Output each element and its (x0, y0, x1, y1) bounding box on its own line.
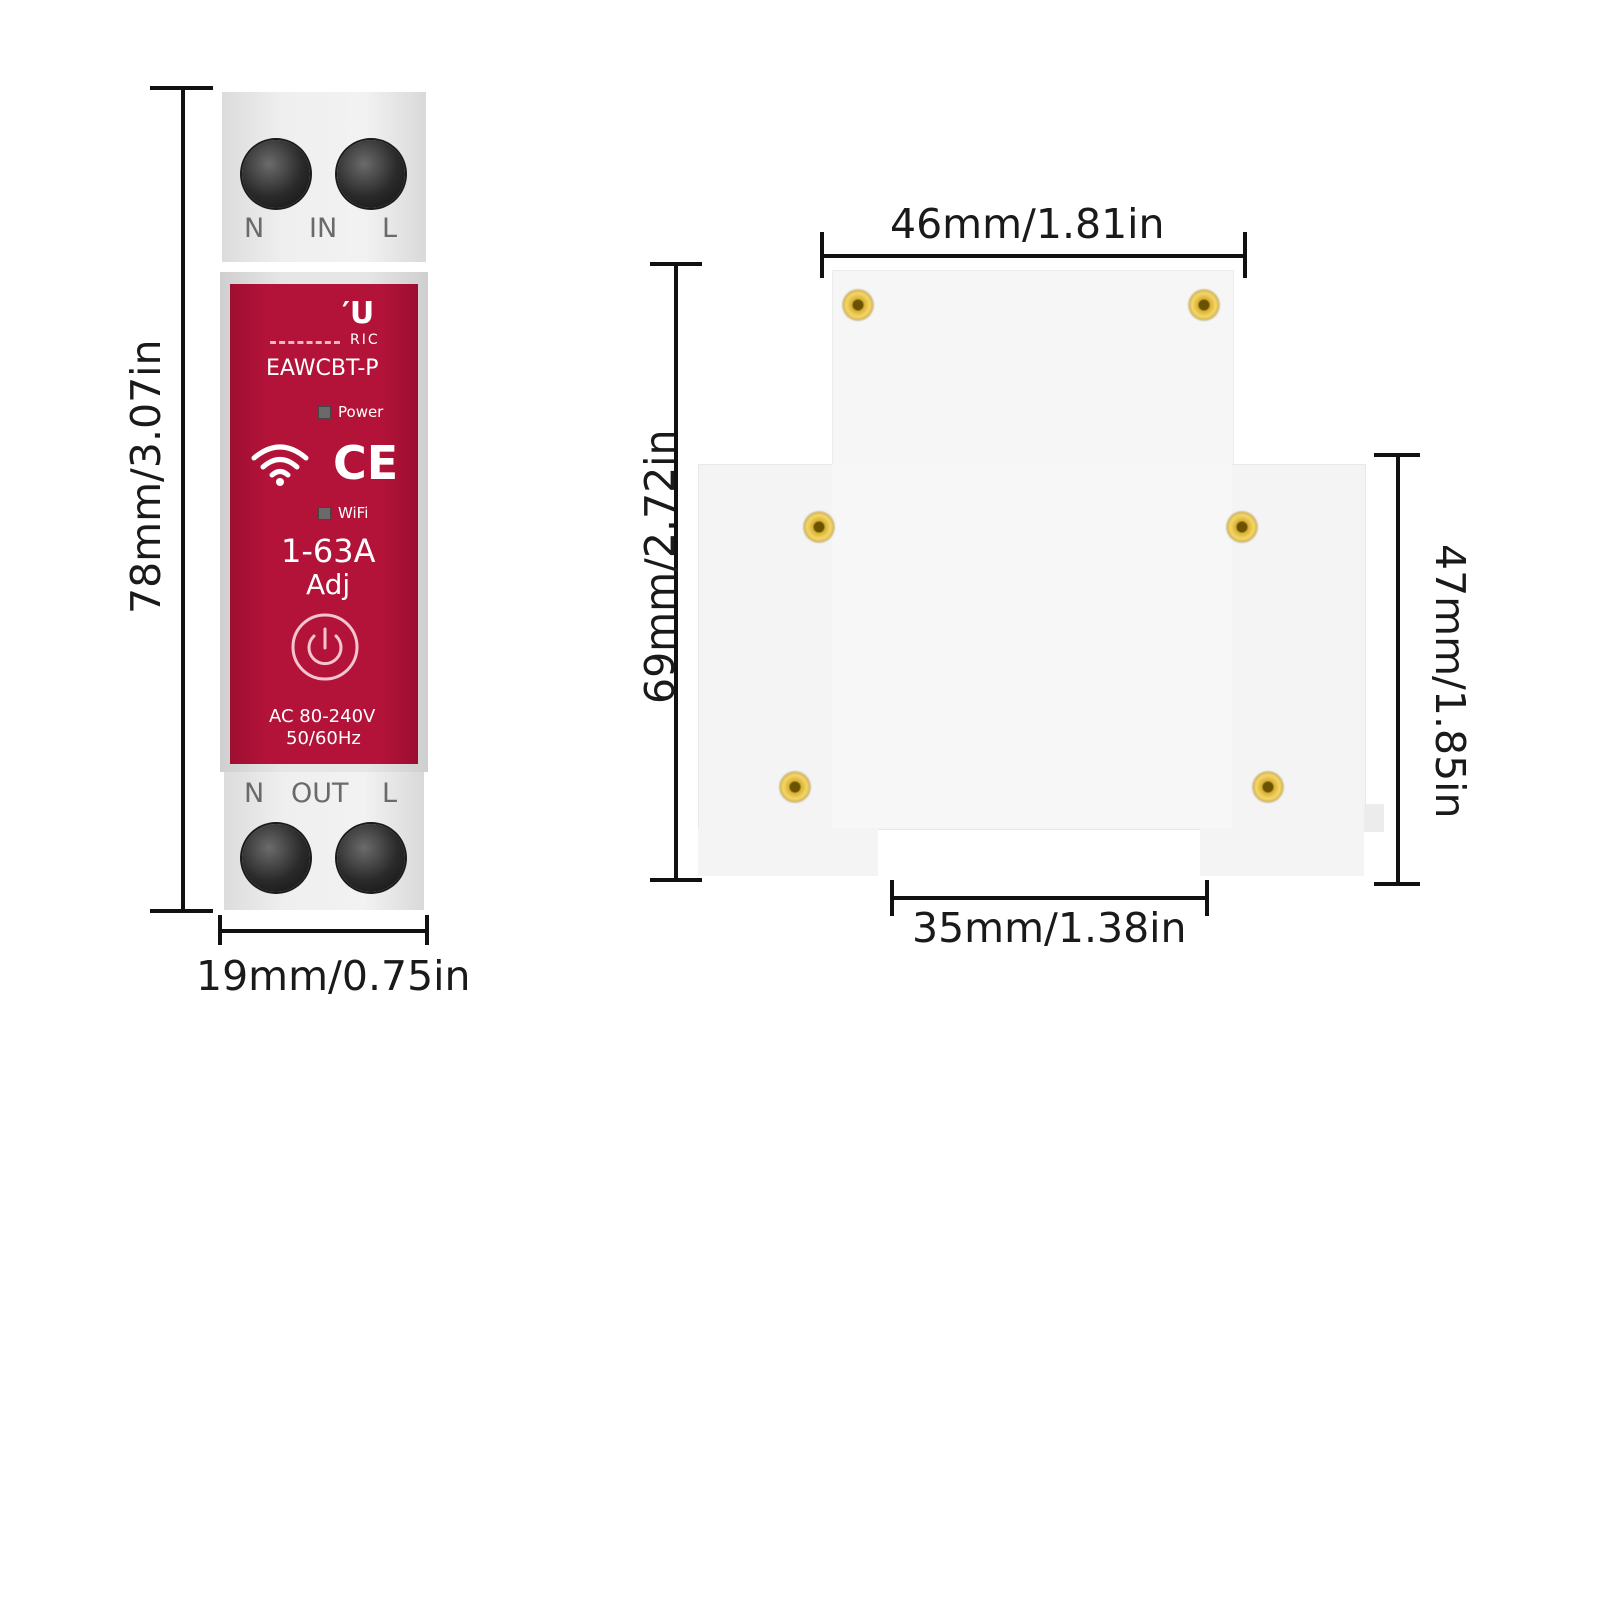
current-rating: 1-63A (281, 532, 376, 570)
side-housing-center (832, 464, 1232, 828)
brand-logo-dashes (270, 341, 340, 344)
brass-screw (843, 290, 873, 320)
wifi-led (318, 507, 331, 520)
label-in-l: L (382, 213, 398, 244)
terminal-screw-in-n (242, 140, 310, 208)
rail-width-label: 35mm/1.38in (912, 904, 1187, 952)
terminal-screw-out-l (337, 824, 405, 892)
ce-mark-icon: CE (333, 436, 399, 490)
side-rail-clip (1364, 804, 1384, 832)
brass-screw (780, 772, 810, 802)
terminal-screw-out-n (242, 824, 310, 892)
label-out-l: L (382, 778, 398, 809)
power-led (318, 406, 331, 419)
wifi-led-label: WiFi (338, 504, 369, 522)
label-in: IN (309, 213, 338, 244)
power-button-icon[interactable] (290, 612, 360, 682)
brand-logo-fragment-sub: RIC (350, 332, 380, 348)
brass-screw (1227, 512, 1257, 542)
label-in-n: N (244, 213, 265, 244)
adjustable-label: Adj (306, 568, 351, 601)
voltage-label: AC 80-240V (269, 706, 376, 727)
width-front-label: 19mm/0.75in (196, 952, 471, 1000)
height-front-label: 78mm/3.07in (122, 339, 170, 614)
label-out: OUT (291, 778, 349, 809)
width-side-top-label: 46mm/1.81in (890, 200, 1165, 248)
wifi-icon (251, 444, 309, 486)
red-front-panel (230, 284, 418, 764)
side-housing-top (832, 270, 1234, 468)
side-rail-foot-right (1200, 828, 1364, 876)
terminal-screw-in-l (337, 140, 405, 208)
brass-screw (804, 512, 834, 542)
brass-screw (1189, 290, 1219, 320)
height-side-right-label: 47mm/1.85in (1426, 544, 1474, 819)
power-led-label: Power (338, 403, 384, 421)
brass-screw (1253, 772, 1283, 802)
label-out-n: N (244, 778, 265, 809)
height-side-label: 69mm/2.72in (636, 429, 684, 704)
brand-logo-fragment: ′U (342, 296, 375, 331)
model-label: EAWCBT-P (266, 356, 379, 381)
side-rail-foot-left (698, 828, 878, 876)
frequency-label: 50/60Hz (286, 728, 361, 749)
